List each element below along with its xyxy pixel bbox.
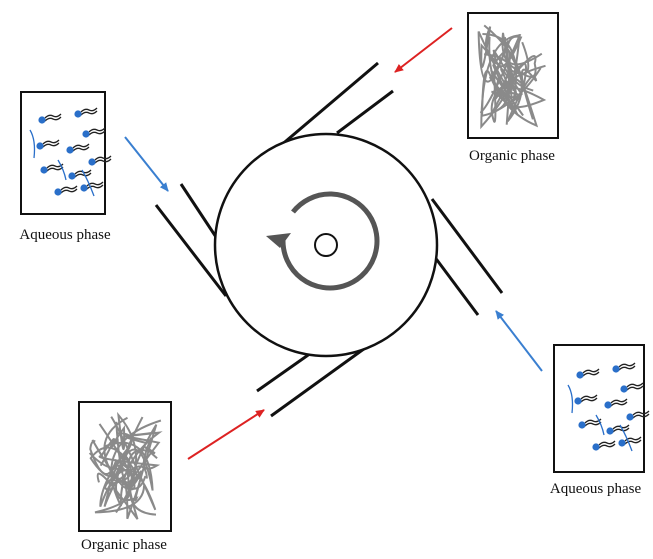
organic-flow-arrow-top xyxy=(394,27,453,73)
surfactant-molecule xyxy=(66,143,90,154)
surfactant-molecule xyxy=(74,107,98,118)
polymer-strand xyxy=(99,416,157,511)
surfactant-molecule xyxy=(576,368,600,379)
aqueous-phase-label-bottom-right: Aqueous phase xyxy=(549,481,642,497)
surfactant-molecule xyxy=(88,155,112,166)
polymer-strand xyxy=(91,423,147,491)
inlet-channel-left xyxy=(154,183,228,297)
molecule-strand xyxy=(595,414,605,436)
polymer-strand xyxy=(94,416,146,514)
molecule-strand xyxy=(57,159,67,181)
surfactant-molecule-icon xyxy=(567,362,650,452)
surfactant-molecule xyxy=(574,394,598,405)
surfactant-molecule xyxy=(626,410,650,421)
polymer-strand xyxy=(104,441,154,491)
molecule-strand xyxy=(619,424,633,452)
surfactant-molecule xyxy=(592,440,616,451)
surfactant-molecule xyxy=(612,362,636,373)
aqueous-sample-box-right xyxy=(553,344,645,473)
rotor-hub xyxy=(314,233,338,257)
organic-phase-label-bottom-left: Organic phase xyxy=(81,537,167,553)
molecule-strand xyxy=(567,384,574,414)
molecule-strand xyxy=(29,129,36,159)
polymer-chain-icon xyxy=(477,24,547,130)
surfactant-molecule xyxy=(606,424,630,435)
surfactant-molecule-icon xyxy=(29,107,112,197)
aqueous-flow-arrow-left xyxy=(124,136,169,192)
polymer-chain-icon xyxy=(88,411,163,520)
surfactant-molecule xyxy=(36,139,60,150)
aqueous-flow-arrow-right xyxy=(495,310,543,372)
polymer-strand xyxy=(482,33,547,112)
surfactant-molecule xyxy=(54,185,78,196)
inlet-channel-right xyxy=(430,198,504,316)
polymer-strand xyxy=(477,31,530,90)
polymer-strand xyxy=(98,437,161,470)
polymer-strand xyxy=(490,64,546,123)
surfactant-molecule xyxy=(604,398,628,409)
organic-flow-arrow-bottom xyxy=(187,409,265,460)
surfactant-molecule xyxy=(38,113,62,124)
surfactant-molecule xyxy=(620,382,644,393)
polymer-strand xyxy=(89,432,141,480)
molecule-strand xyxy=(81,169,95,197)
organic-phase-label-top-right: Organic phase xyxy=(469,148,555,164)
aqueous-phase-label-left: Aqueous phase xyxy=(19,227,111,243)
rotation-arrow-icon xyxy=(266,191,380,291)
surfactant-molecule xyxy=(82,127,106,138)
